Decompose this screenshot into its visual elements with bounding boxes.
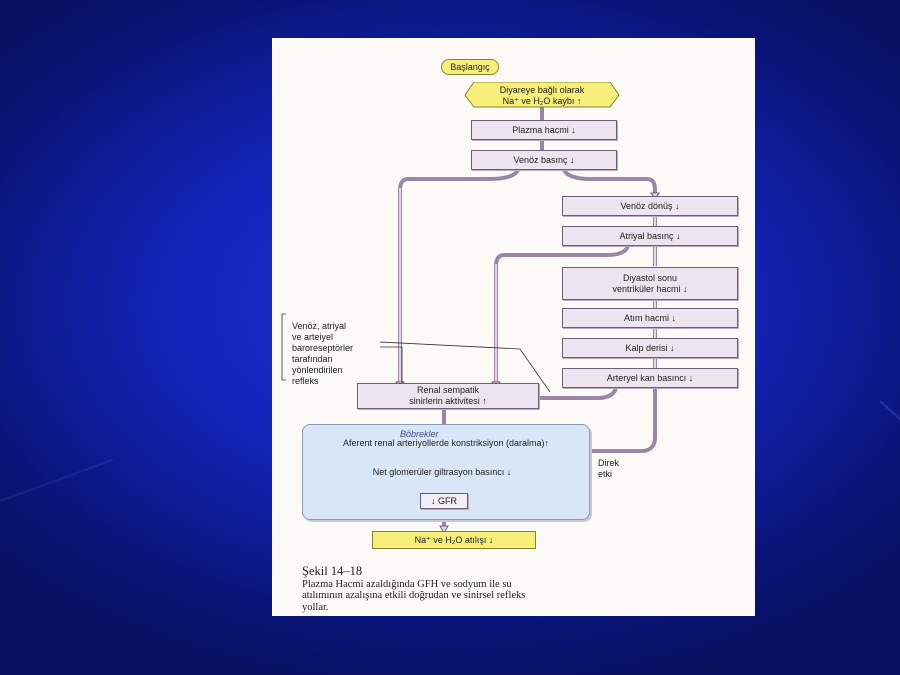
venous-return-box: Venöz dönüş ↓ [562,196,738,216]
renal-sympathetic-box: Renal sempatik sinirlerin aktivitesi ↑ [357,383,539,409]
reflex-line: baroreseptörler [292,343,354,353]
reflex-bracket [281,313,551,393]
figure-caption: Şekil 14–18 Plazma Hacmi azaldığında GFH… [302,564,722,613]
arterial-pressure-box: Arteryel kan basıncı ↓ [562,368,738,388]
trigger-hexagon [464,82,620,108]
arterial-pressure-label: Arteryel kan basıncı ↓ [606,372,694,383]
stroke-volume-box: Atım hacmi ↓ [562,308,738,328]
venous-return-label: Venöz dönüş ↓ [620,200,680,211]
plasma-volume-box: Plazma hacmi ↓ [471,120,617,140]
background-streak [0,459,114,502]
reflex-note: Venöz, atriyal ve arteiyel baroreseptörl… [292,321,382,387]
excretion-label: Na⁺ ve H₂O atılışı ↓ [414,534,494,545]
caption-line: Plazma Hacmi azaldığında GFH ve sodyum i… [302,578,512,590]
renal-sympathetic-line-2: sinirlerin aktivitesi ↑ [409,396,487,406]
reflex-line: tarafından [292,354,333,364]
kidneys-title: Böbrekler [400,429,439,439]
direct-effect-text: Direk etki [598,458,619,480]
reflex-line: ve arteiyel [292,332,334,342]
background-streak [879,400,900,442]
afferent-constriction-text: Aferent renal arteriyollerde konstriksiy… [342,438,550,448]
renal-sympathetic-line-1: Renal sempatik [416,385,480,395]
start-label: Başlangıç [450,61,490,72]
stroke-volume-label: Atım hacmi ↓ [623,312,676,323]
edv-line-2: ventriküler hacmi ↓ [612,283,688,294]
venous-pressure-label: Venöz basınç ↓ [513,154,575,165]
venous-pressure-box: Venöz basınç ↓ [471,150,617,170]
reflex-line: Venöz, atriyal [292,321,347,331]
figure-number: Şekil 14–18 [302,564,363,578]
trigger-line-1: Diyareye bağlı olarak [499,85,585,95]
atrial-pressure-label: Atriyal basınç ↓ [619,230,681,241]
arrow-highlight [399,188,656,385]
start-node: Başlangıç [441,59,499,75]
plasma-volume-label: Plazma hacmi ↓ [512,124,576,135]
caption-line: yollar. [302,601,329,613]
trigger-text: Diyareye bağlı olarak Na⁺ ve H₂O kaybı ↑ [474,85,610,107]
gfr-label: ↓ GFR [431,495,457,506]
excretion-box: Na⁺ ve H₂O atılışı ↓ [372,531,536,549]
textbook-page: Başlangıç Diyareye bağlı olarak Na⁺ ve H… [272,38,755,616]
trigger-line-2: Na⁺ ve H₂O kaybı ↑ [502,96,582,106]
edv-line-1: Diyastol sonu [622,272,678,283]
reflex-line: refleks [292,376,319,386]
cardiac-output-label: Kalp derisi ↓ [625,342,675,353]
atrial-pressure-box: Atriyal basınç ↓ [562,226,738,246]
gfr-box: ↓ GFR [420,493,468,509]
reflex-line: yönlendirilen [292,365,343,375]
direct-effect-line-1: Direk [598,458,620,468]
direct-effect-line-2: etki [598,469,613,479]
caption-line: atılımının azalışına etkili doğrudan ve … [302,590,526,601]
edv-box: Diyastol sonu ventriküler hacmi ↓ [562,267,738,300]
net-filtration-text: Net glomerüler giltrasyon basıncı ↓ [372,467,512,477]
cardiac-output-box: Kalp derisi ↓ [562,338,738,358]
